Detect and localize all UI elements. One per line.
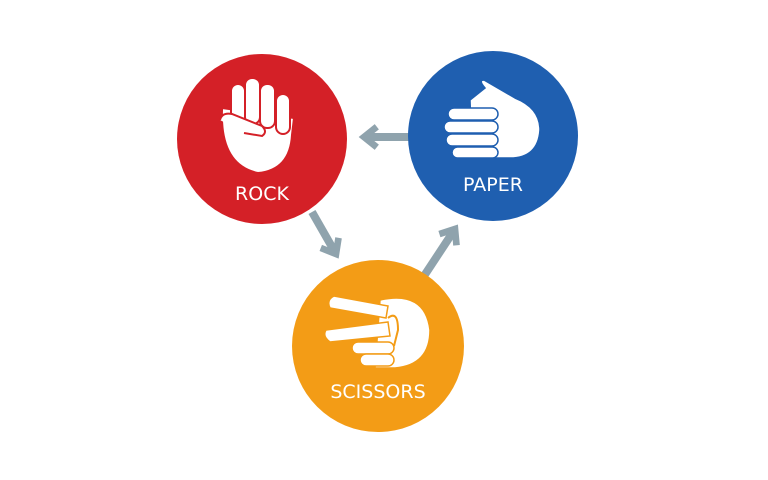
arrow-scissors-to-paper <box>420 224 460 279</box>
two-finger-hand-icon <box>323 295 431 369</box>
arrow-rock-to-scissors <box>308 210 342 259</box>
open-hand-icon <box>443 79 541 159</box>
rock-label: ROCK <box>235 183 289 205</box>
paper-node: PAPER <box>408 51 578 221</box>
scissors-node: SCISSORS <box>292 260 464 432</box>
fist-icon <box>219 77 296 175</box>
rock-node: ROCK <box>177 54 347 224</box>
paper-label: PAPER <box>463 174 523 196</box>
scissors-label: SCISSORS <box>330 381 425 403</box>
